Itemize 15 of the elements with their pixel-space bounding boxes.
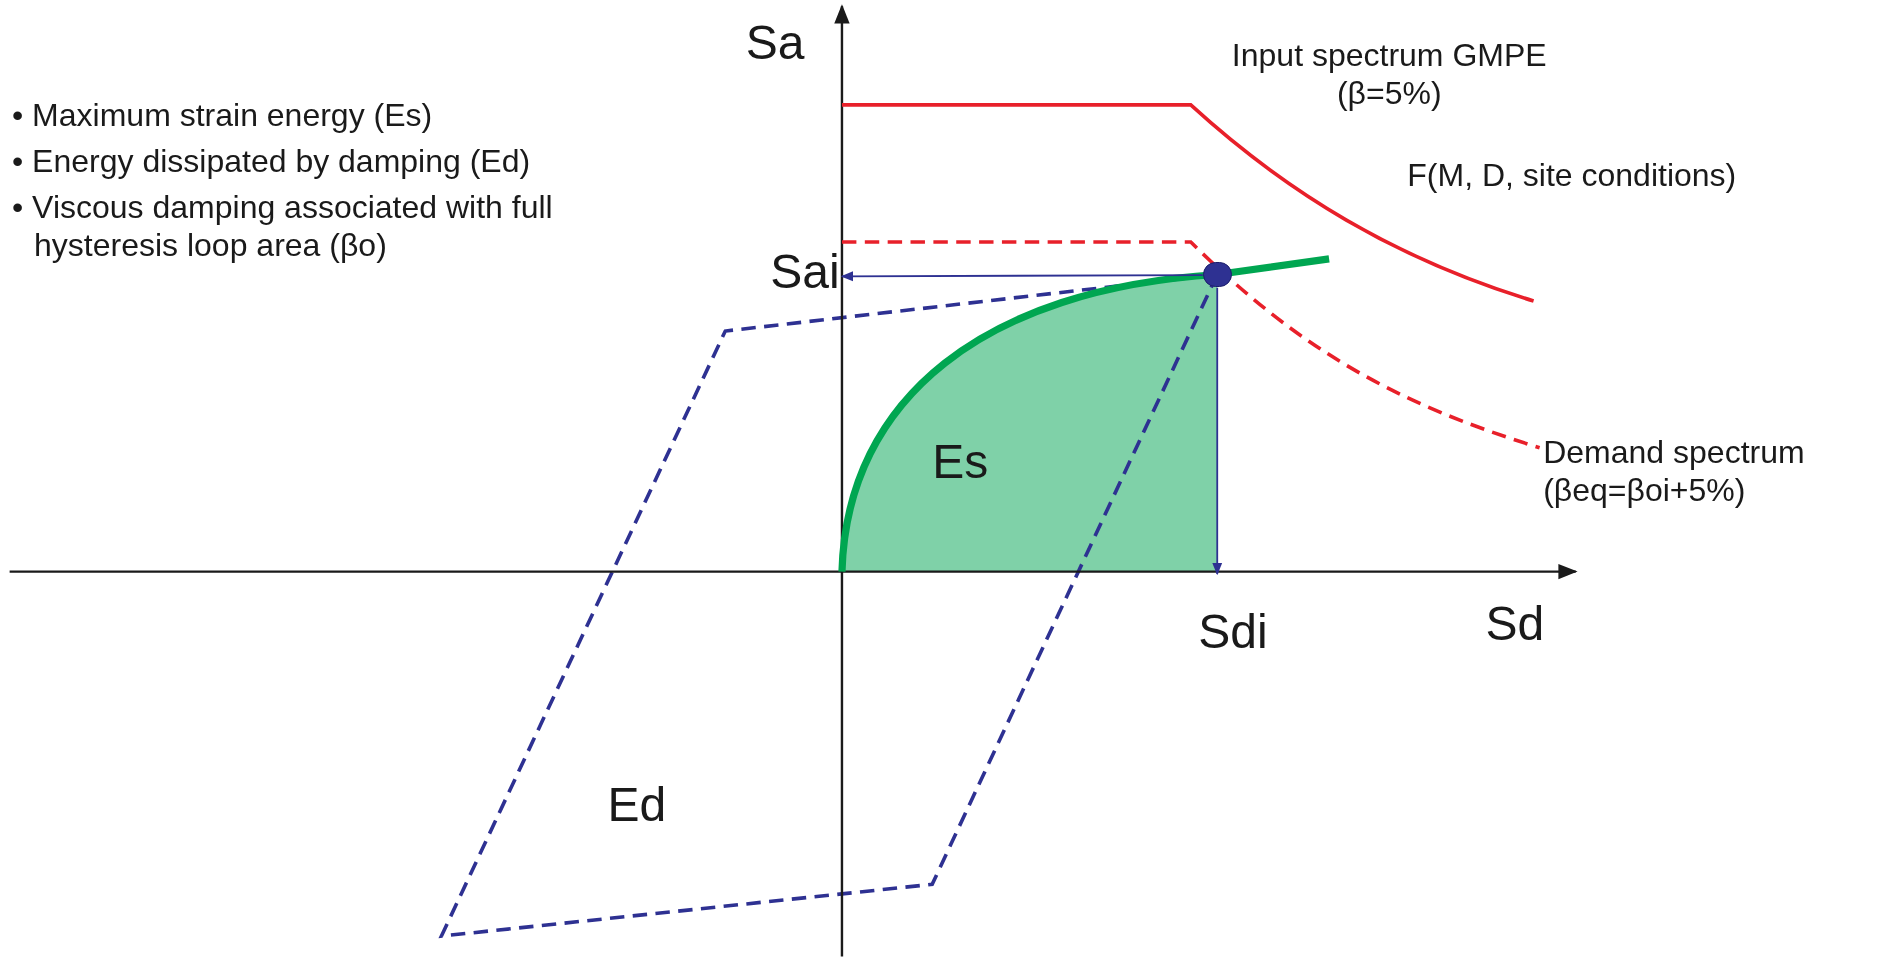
axis-value-label: Sdi [1198,607,1268,656]
axis-title: Sa [745,15,806,72]
area-label: Ed [607,776,668,833]
arrow [840,271,1204,282]
axis-value-label: Sai [770,247,840,296]
arrow [1212,286,1223,576]
performance-point [1202,262,1232,288]
axis-title: Sd [1485,596,1546,653]
curve-label: Input spectrum GMPE (β=5%) [1230,36,1548,113]
bullet-item: • Energy dissipated by damping (Ed) [12,141,532,181]
bullet-item: • Viscous damping associated with full hysteresis loop area (βo) [12,187,554,265]
bullet-item: • Maximum strain energy (Es) [12,96,434,135]
curve-label: Demand spectrum (βeq=βoi+5%) [1543,433,1806,510]
area-label: Es [932,434,990,490]
curve-label: F(M, D, site conditions) [1407,156,1738,195]
